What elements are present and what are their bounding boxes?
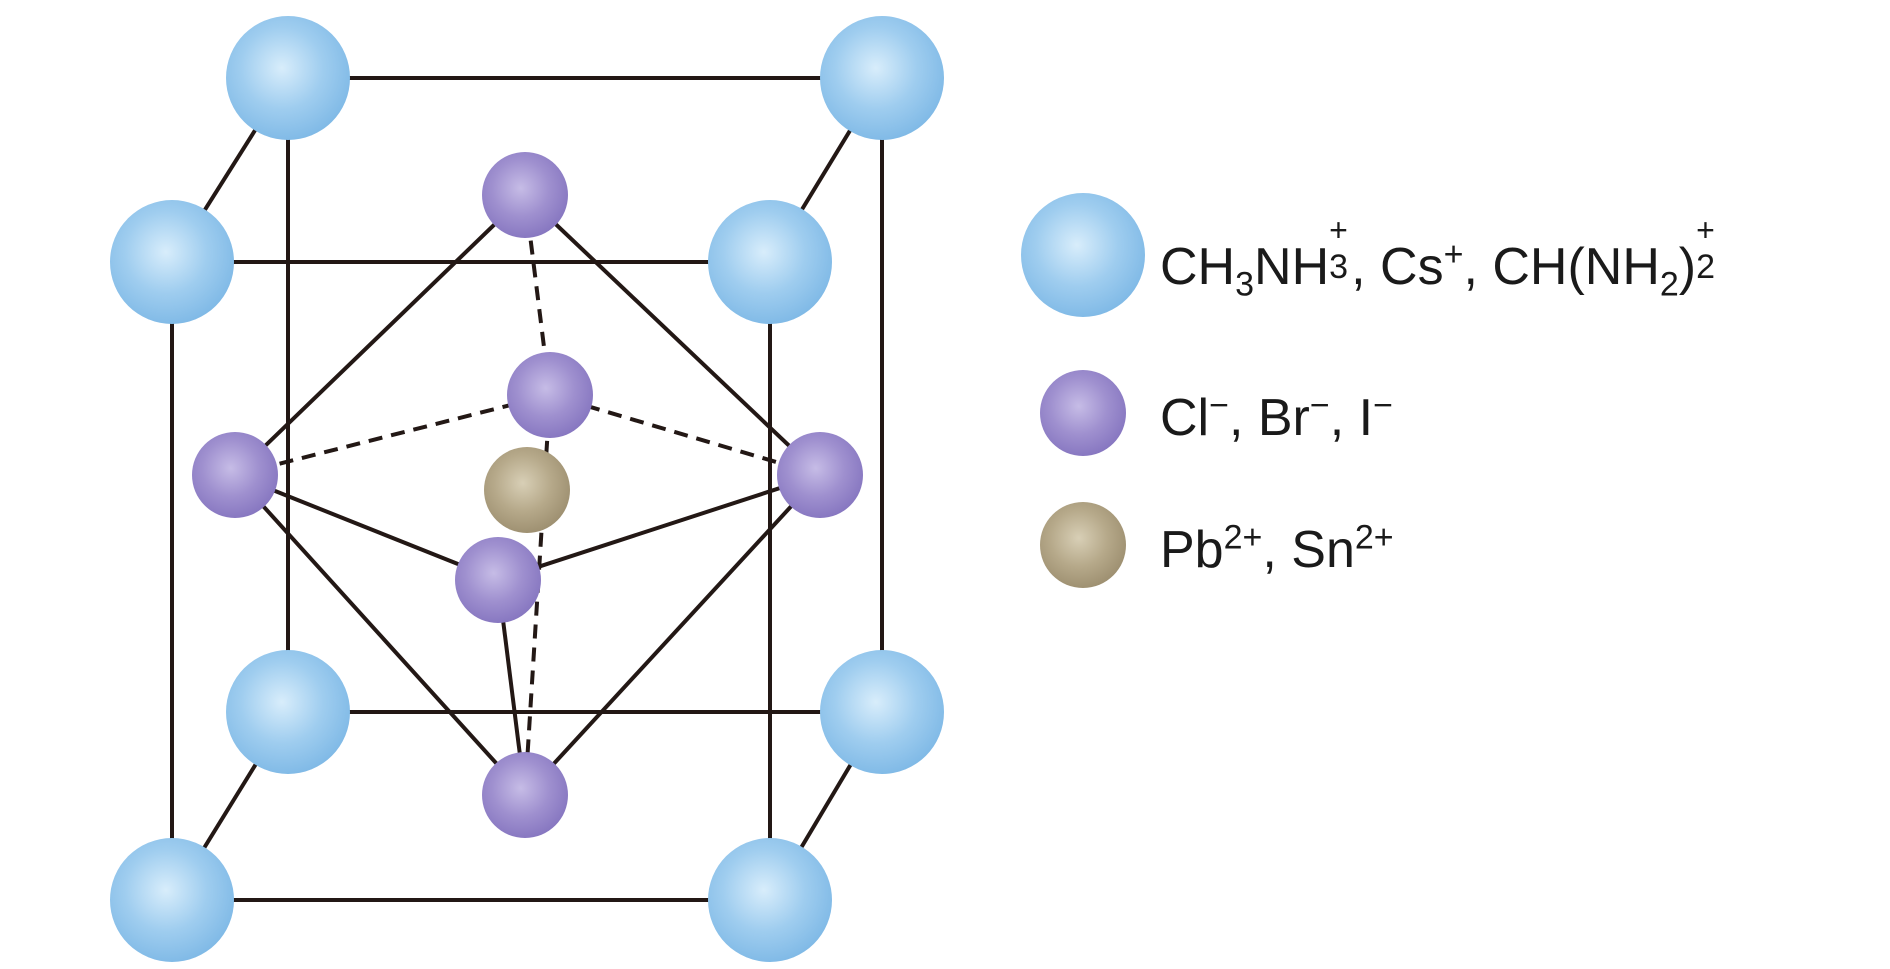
hidden-edge — [234, 393, 551, 477]
octahedron-edge — [234, 473, 499, 582]
a-label-part2-sup: + — [1329, 212, 1348, 248]
legend-b-site-marker — [1040, 502, 1126, 588]
b-label-part1: Pb — [1160, 521, 1224, 579]
legend-b-site-label: Pb2+, Sn2+ — [1160, 521, 1394, 579]
a-label-part1: CH — [1160, 238, 1236, 296]
x-site-atom — [777, 432, 863, 518]
legend-x-site-label: Cl−, Br−, I− — [1160, 389, 1393, 447]
a-site-atom — [708, 200, 832, 324]
x-site-atom — [482, 752, 568, 838]
b-label-part2-sup: 2+ — [1354, 518, 1394, 557]
a-label-part5-sub: 2 — [1696, 248, 1716, 286]
a-label-part3: , Cs — [1351, 238, 1444, 296]
x-label-part3: , I — [1329, 389, 1374, 447]
octahedron-edge — [497, 473, 821, 582]
x-label-part2-sup: − — [1309, 386, 1330, 425]
x-label-part3-sup: − — [1373, 386, 1393, 425]
a-label-part2-stack: +3 — [1329, 214, 1351, 286]
a-label-part2-sub: 3 — [1329, 248, 1349, 286]
legend-a-site-marker — [1021, 193, 1145, 317]
b-site-atom — [484, 447, 570, 533]
a-label-part4-sub: 2 — [1659, 265, 1679, 304]
a-site-atom — [110, 200, 234, 324]
legend-x-site-marker — [1040, 370, 1126, 456]
a-site-atom — [708, 838, 832, 962]
a-site-cations — [110, 16, 944, 962]
x-label-part2: , Br — [1228, 389, 1310, 447]
a-label-part5-stack: +2 — [1696, 214, 1718, 286]
octahedron-edge — [523, 193, 822, 477]
x-label-part1-sup: − — [1209, 386, 1229, 425]
a-site-atom — [110, 838, 234, 962]
legend-a-site-label: CH3NH+3, Cs+, CH(NH2)+2 — [1160, 214, 1718, 301]
a-label-part3-sup: + — [1443, 235, 1464, 274]
x-site-atom — [192, 432, 278, 518]
a-label-part4: , CH(NH — [1463, 238, 1660, 296]
a-site-atom — [226, 16, 350, 140]
a-site-atom — [820, 650, 944, 774]
hidden-edge — [523, 394, 552, 796]
a-label-part1-sub: 3 — [1235, 265, 1255, 304]
a-label-part2: NH — [1254, 238, 1330, 296]
a-label-part5-sup: + — [1696, 212, 1715, 248]
x-site-atom — [455, 537, 541, 623]
octahedron-edge — [233, 193, 527, 477]
octahedron-edge — [233, 473, 527, 797]
hidden-edge — [549, 393, 821, 477]
x-site-anions — [192, 152, 863, 838]
a-site-atom — [226, 650, 350, 774]
x-site-atom — [507, 352, 593, 438]
b-label-part1-sup: 2+ — [1223, 518, 1263, 557]
b-label-part2: , Sn — [1262, 521, 1355, 579]
x-site-atom — [482, 152, 568, 238]
a-label-part5: ) — [1678, 238, 1697, 296]
octahedron-edge — [523, 473, 822, 797]
a-site-atom — [820, 16, 944, 140]
x-label-part1: Cl — [1160, 389, 1210, 447]
